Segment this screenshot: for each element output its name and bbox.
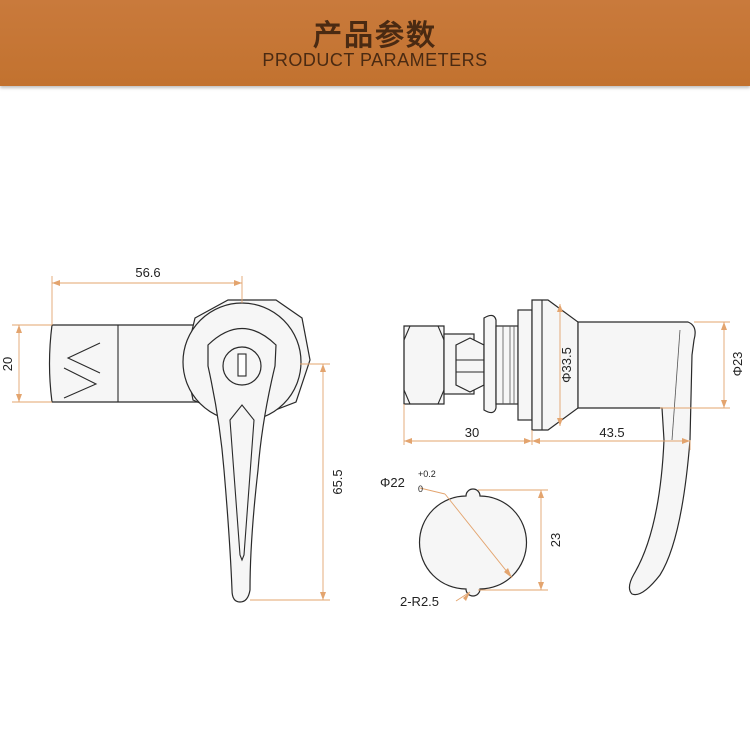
page-title: 产品参数 xyxy=(312,18,437,52)
handle xyxy=(207,327,277,603)
dim-hole-dia: Φ22 xyxy=(380,475,405,490)
dim-width-top: 56.6 xyxy=(135,265,160,280)
cam-chevron-bottom xyxy=(63,367,98,399)
dim-tol-upper: +0.2 xyxy=(418,469,436,479)
panel-cutout: Φ22 +0.2 0 23 2-R2.5 xyxy=(380,469,563,609)
dim-height-left: 20 xyxy=(0,357,15,371)
dim-tol-lower: 0 xyxy=(418,484,423,494)
washer xyxy=(483,314,497,414)
cam-side xyxy=(403,325,445,405)
handle-side xyxy=(577,321,696,596)
page-subtitle: PRODUCT PARAMETERS xyxy=(262,50,488,70)
keyhole-icon xyxy=(237,353,247,377)
dim-notch-radius: 2-R2.5 xyxy=(400,594,439,609)
cutout-profile xyxy=(418,488,528,597)
cam-body xyxy=(48,324,206,403)
flange-ring xyxy=(517,309,533,421)
dim-height-handle: 65.5 xyxy=(330,469,345,494)
dim-flange-dia: Φ33.5 xyxy=(559,347,574,383)
cam-chevron-top xyxy=(66,342,101,374)
threaded-body xyxy=(495,325,519,405)
nut xyxy=(455,337,485,393)
dim-body-length: 30 xyxy=(465,425,479,440)
dim-handle-length: 43.5 xyxy=(599,425,624,440)
dim-hole-height: 23 xyxy=(548,533,563,547)
dim-handle-dia: Φ23 xyxy=(730,352,745,377)
handle-groove xyxy=(229,404,255,562)
front-view: 56.6 20 65.5 xyxy=(0,265,345,603)
side-view: 30 43.5 Φ33.5 Φ23 xyxy=(403,299,745,596)
header-banner: 产品参数 PRODUCT PARAMETERS xyxy=(0,0,750,86)
